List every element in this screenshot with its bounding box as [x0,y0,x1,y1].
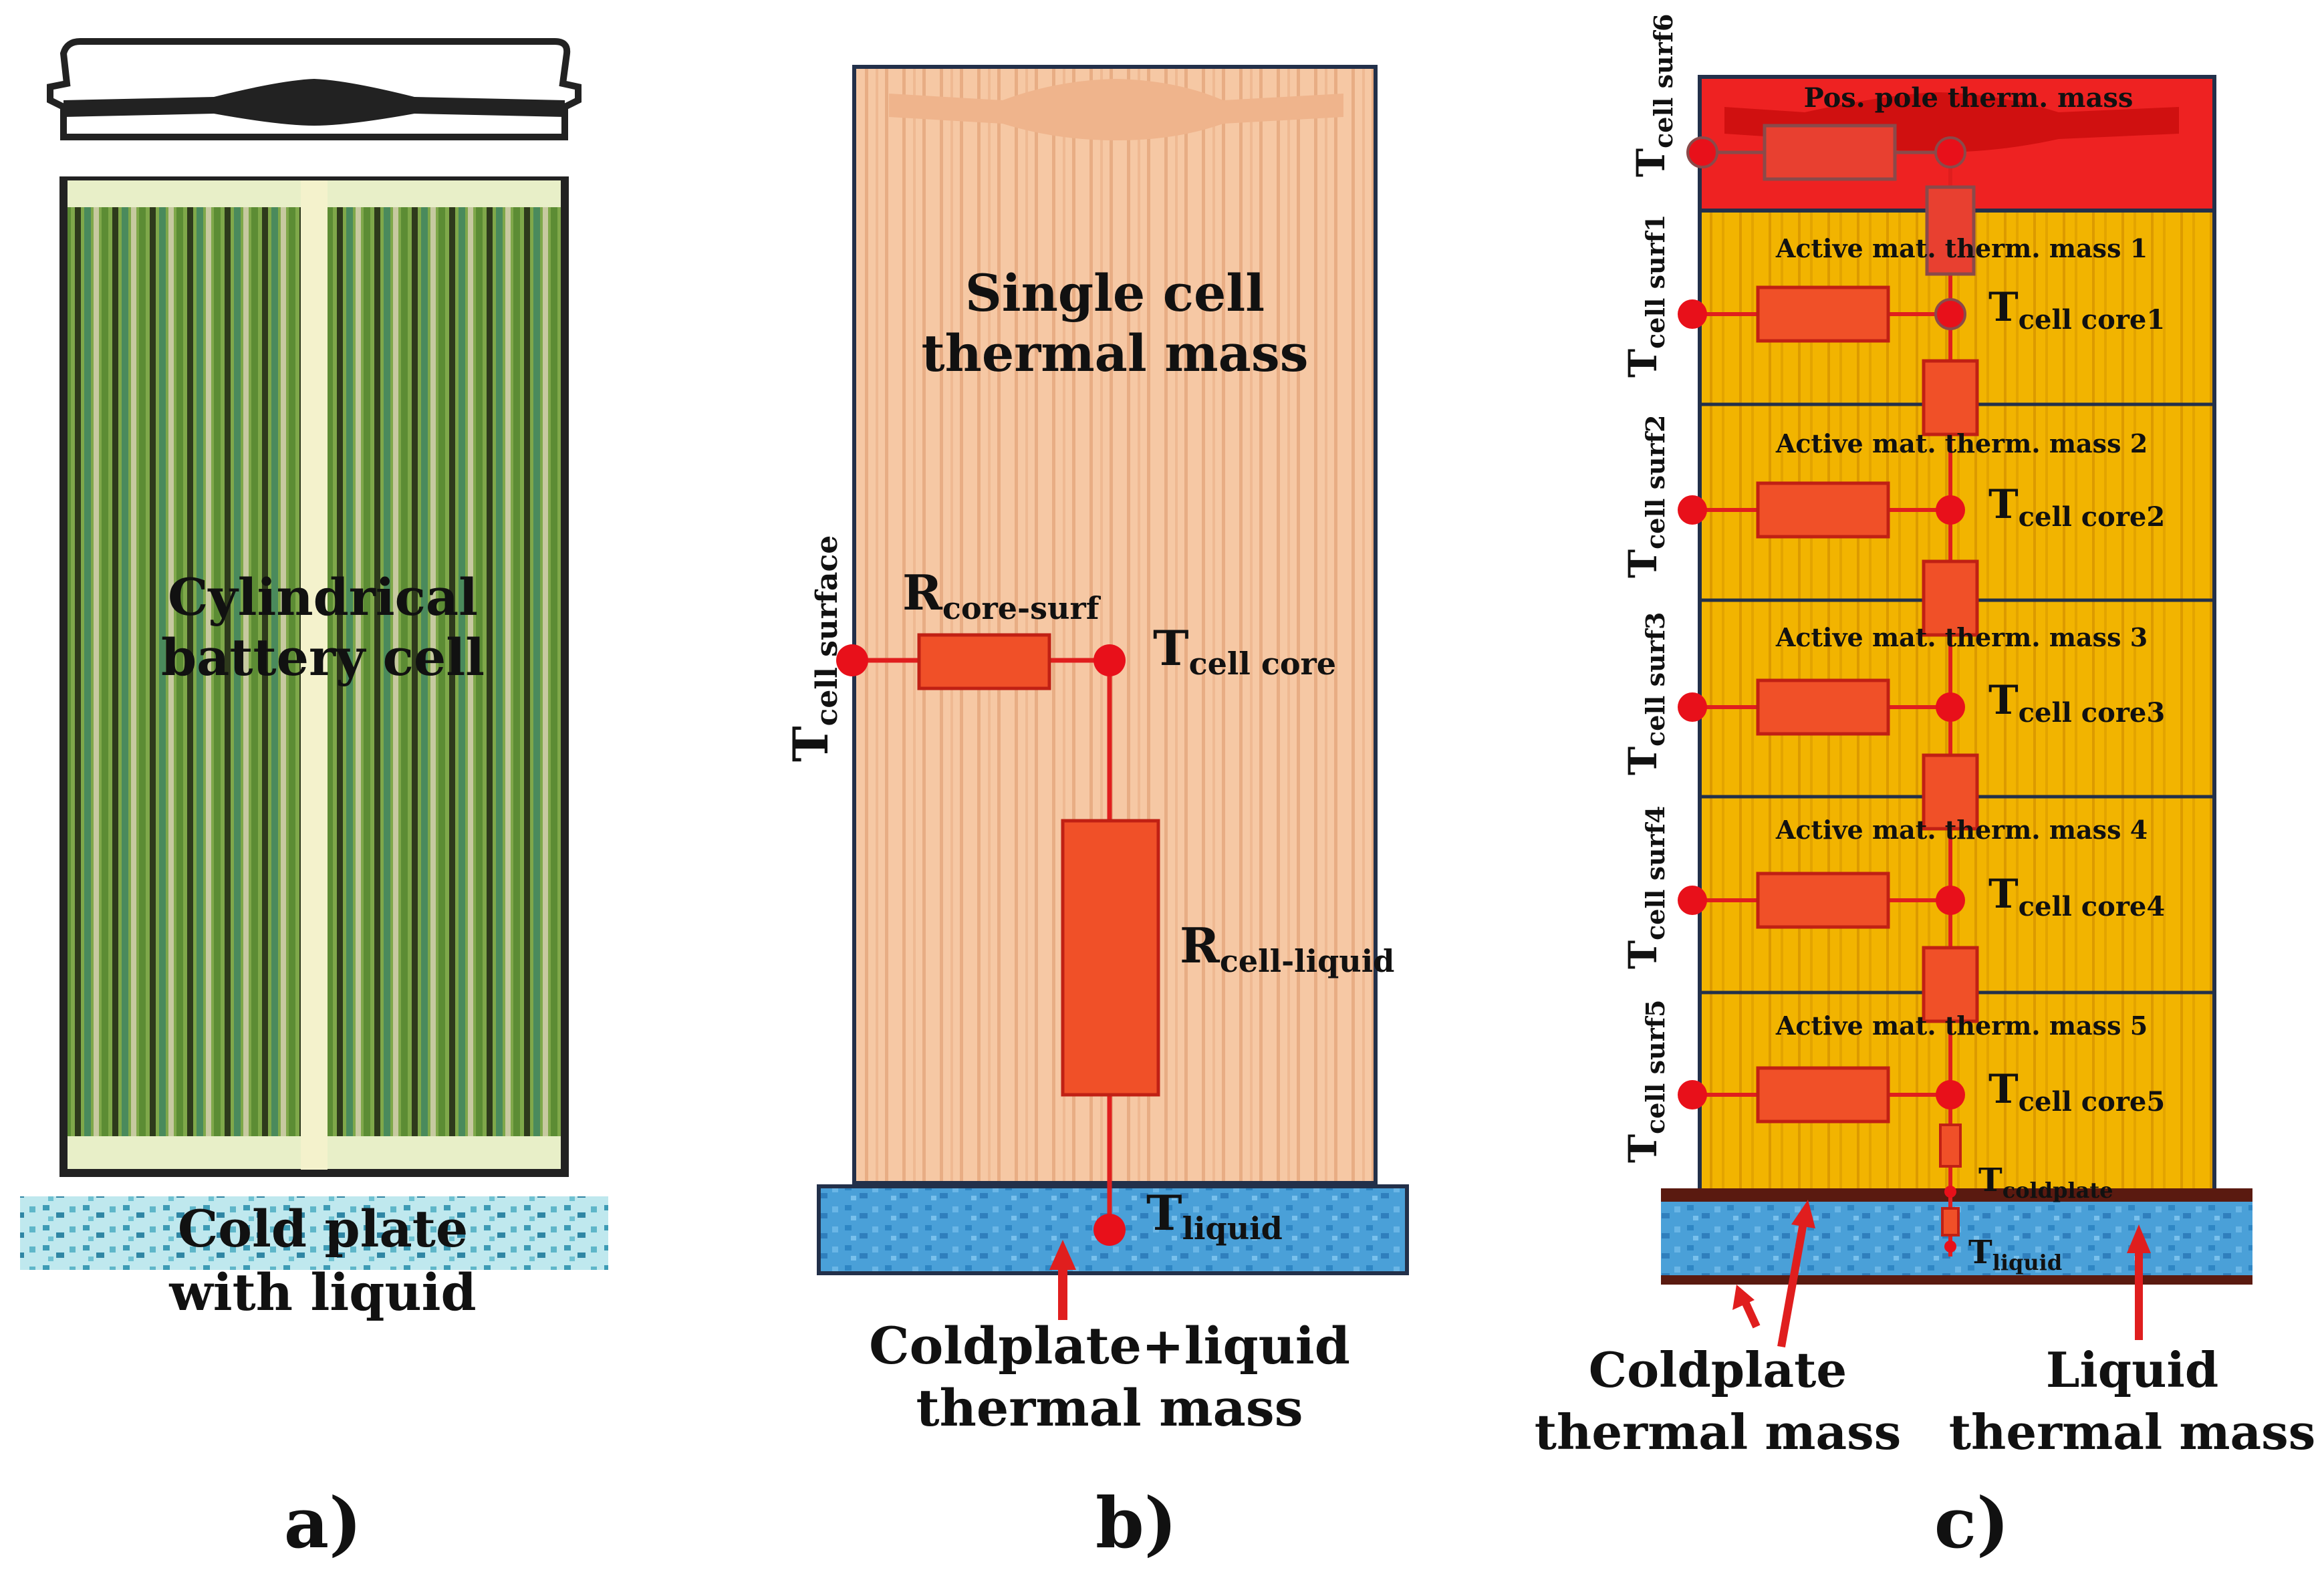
label-r-cell-liquid: Rcell-liquid [1180,917,1394,979]
resistor-core-surf [917,633,1051,690]
node-coldplate [1944,1186,1956,1198]
resistor-pole-core1 [1925,185,1976,276]
label-t-cell-surf2: Tcell surf2 [1620,415,1670,578]
arrow-b-head [1049,1240,1076,1270]
resistor-core3-core4 [1922,753,1979,831]
resistor-surf3 [1756,678,1890,736]
panel-c: Pos. pole therm. mass [1535,14,2316,1564]
mass-b-label-line1: Single cell [965,263,1265,323]
panel-b: Single cell thermal mass Tcell surface R… [782,65,1409,1564]
segment-1-mass-label: Active mat. therm. mass 1 [1775,233,2148,263]
node-core4 [1936,886,1965,915]
node-surf6 [1686,136,1718,168]
node-b-liquid [1093,1214,1126,1246]
plate-b-label-line1: Coldplate+liquid [869,1316,1350,1375]
coldplate-c-label-line1: Coldplate [1589,1341,1847,1398]
resistor-surf4 [1756,872,1890,929]
node-surf2 [1678,495,1707,525]
pole-mass-label: Pos. pole therm. mass [1804,82,2134,114]
label-t-cell-core3: Tcell core3 [1988,677,2165,729]
resistor-core5-coldplate [1939,1124,1962,1168]
label-t-cell-core1: Tcell core1 [1988,284,2165,336]
resistor-core4-core5 [1922,946,1979,1023]
plate-a-label-line1: Cold plate [178,1199,468,1259]
coldplate-bottom-layer [1661,1275,2252,1285]
resistor-core2-core3 [1922,559,1979,637]
label-t-cell-surf6: Tcell surf6 [1628,14,1678,177]
arrow-c-coldplate-1-shaft [1742,1301,1761,1329]
segment-5-mass-label: Active mat. therm. mass 5 [1775,1011,2148,1041]
resistor-core1-core2 [1922,359,1979,436]
resistor-surf1 [1756,285,1890,343]
arrow-c-coldplate-2-head [1791,1200,1815,1228]
panel-a: Cylindrical battery cell Cold plate with… [20,38,608,1564]
panel-b-caption: b) [1095,1482,1177,1564]
label-r-core-surf: Rcore-surf [902,564,1102,626]
panel-c-caption: c) [1934,1482,2010,1564]
resistor-coldplate-liquid [1941,1207,1960,1236]
resistor-surf2 [1756,481,1890,539]
arrow-c-coldplate-1-head [1732,1285,1755,1310]
coldplate-top-layer [1661,1188,2252,1202]
panel-a-caption: a) [284,1482,362,1564]
node-core1 [1934,298,1966,330]
plate-a-label-line2: with liquid [168,1263,476,1322]
label-t-cell-core: Tcell core [1153,620,1336,682]
label-t-liquid-c: Tliquid [1968,1234,2062,1275]
node-surf5 [1678,1080,1707,1109]
node-surf3 [1678,692,1707,722]
cold-plate-a [20,1196,608,1270]
cell-a-label-line2: battery cell [161,628,485,687]
node-core2 [1936,495,1965,525]
plate-b-label-line2: thermal mass [916,1378,1303,1438]
label-t-cell-surface: Tcell surface [782,535,844,762]
label-t-cell-core5: Tcell core5 [1988,1066,2165,1117]
segment-2-mass-label: Active mat. therm. mass 2 [1775,428,2148,458]
mass-b-label-line2: thermal mass [922,323,1309,383]
label-t-liquid-b: Tliquid [1146,1184,1283,1246]
arrow-c-liquid-head [2127,1224,2151,1253]
label-t-cell-surf1: Tcell surf1 [1620,215,1670,378]
resistor-cell-liquid [1061,819,1160,1097]
label-t-cell-core4: Tcell core4 [1988,871,2165,922]
cell-b-cap-outline [889,79,1343,140]
label-t-cell-core2: Tcell core2 [1988,481,2165,533]
node-surf1 [1678,299,1707,329]
cell-a-center-mandrel [301,180,328,1170]
cell-a-top-pole [63,79,565,126]
node-surf4 [1678,886,1707,915]
node-liquid-c [1944,1240,1956,1253]
label-t-cell-surf5: Tcell surf5 [1620,1000,1670,1163]
resistor-surf5 [1756,1066,1890,1124]
liquid-c-label-line2: thermal mass [1949,1404,2316,1460]
arrow-c-coldplate-2-shaft [1777,1222,1807,1348]
node-pole-core [1934,136,1966,168]
segment-4-mass-label: Active mat. therm. mass 4 [1775,815,2148,845]
node-core3 [1936,692,1965,722]
coldplate-c-label-line2: thermal mass [1535,1404,1902,1460]
label-t-coldplate: Tcoldplate [1978,1162,2113,1203]
node-b-core [1093,644,1126,676]
node-core5 [1936,1080,1965,1109]
liquid-c-label-line1: Liquid [2046,1341,2218,1398]
cell-a-label-line1: Cylindrical [168,567,478,627]
label-t-cell-surf4: Tcell surf4 [1620,806,1670,969]
resistor-surf6 [1763,124,1897,181]
segment-3-mass-label: Active mat. therm. mass 3 [1775,622,2148,652]
node-b-surface [836,644,868,676]
label-t-cell-surf3: Tcell surf3 [1620,612,1670,775]
